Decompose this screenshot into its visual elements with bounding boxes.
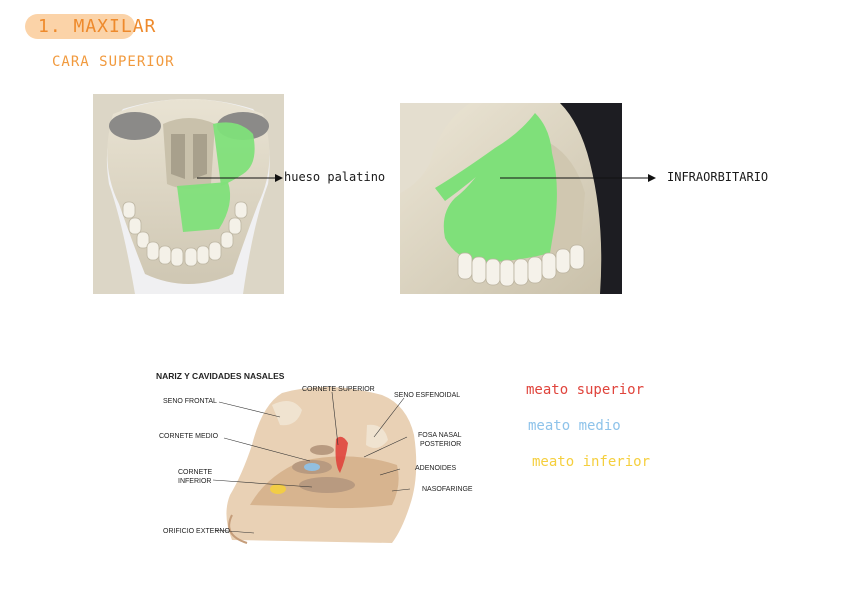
skull-lateral-illustration <box>400 103 622 294</box>
label-cornete-superior: CORNETE SUPERIOR <box>302 386 375 393</box>
annotation-infraorbitario: INFRAORBITARIO <box>667 170 769 184</box>
label-cornete-inferior-2: INFERIOR <box>178 478 212 485</box>
label-cornete-inferior-1: CORNETE <box>178 469 213 476</box>
page-title: 1. MAXILAR <box>38 16 157 37</box>
label-adenoides: ADENOIDES <box>415 465 457 472</box>
label-fosa-nasal: FOSA NASAL <box>418 432 462 439</box>
label-seno-frontal: SENO FRONTAL <box>163 398 217 405</box>
skull-lateral-view-image <box>400 103 622 294</box>
nasal-cavity-diagram: NARIZ Y CAVIDADES NASALES CORNETE SUPERI… <box>152 365 482 545</box>
label-orificio-externo: ORIFICIO EXTERNO <box>163 528 230 535</box>
title-highlight <box>25 14 135 39</box>
page-subtitle: CARA SUPERIOR <box>52 54 175 70</box>
diagram-title: NARIZ Y CAVIDADES NASALES <box>156 371 285 381</box>
legend-meato-medio: meato medio <box>528 418 621 434</box>
pointer-arrow-left <box>197 174 283 182</box>
skull-inferior-view-image <box>93 94 284 294</box>
nasal-cavity-illustration <box>212 386 417 544</box>
label-cornete-medio: CORNETE MEDIO <box>159 433 219 440</box>
label-nasofaringe: NASOFARINGE <box>422 486 473 493</box>
legend-meato-inferior: meato inferior <box>532 454 651 470</box>
label-fosa-nasal-posterior: POSTERIOR <box>420 441 462 448</box>
label-seno-esfenoidal: SENO ESFENOIDAL <box>394 392 461 399</box>
skull-inferior-illustration <box>93 94 284 294</box>
annotation-hueso-palatino: hueso palatino <box>284 170 386 184</box>
pointer-arrow-right <box>500 174 656 182</box>
legend-meato-superior: meato superior <box>526 382 645 398</box>
